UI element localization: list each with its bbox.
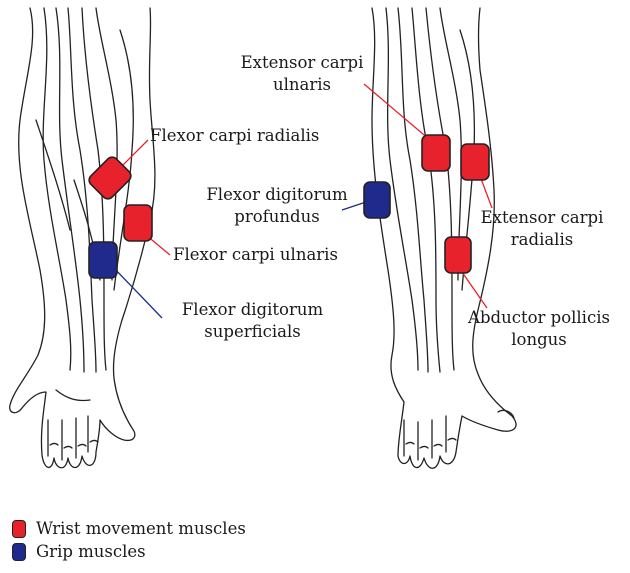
label-flexor-digitorum-profundus-line2: profundus bbox=[188, 206, 366, 228]
label-flexor-digitorum-superficials-line1: Flexor digitorum bbox=[165, 299, 340, 321]
legend-grip-row: Grip muscles bbox=[12, 542, 146, 561]
pad-extensor-carpi-ulnaris bbox=[422, 135, 450, 171]
legend-grip-swatch bbox=[12, 543, 26, 561]
label-extensor-carpi-radialis-line1: Extensor carpi bbox=[474, 207, 610, 229]
leader-extensor-carpi-radialis bbox=[480, 176, 492, 208]
left-hand-fingers bbox=[48, 416, 88, 460]
label-flexor-digitorum-profundus: Flexor digitorum profundus bbox=[188, 184, 366, 228]
label-extensor-carpi-ulnaris: Extensor carpi ulnaris bbox=[232, 52, 372, 96]
pad-abductor-pollicis-longus bbox=[445, 237, 471, 273]
label-flexor-digitorum-superficials: Flexor digitorum superficials bbox=[165, 299, 340, 343]
label-flexor-carpi-ulnaris: Flexor carpi ulnaris bbox=[173, 244, 338, 266]
legend-wrist-row: Wrist movement muscles bbox=[12, 519, 246, 538]
label-abductor-pollicis-longus-line2: longus bbox=[460, 329, 618, 351]
label-abductor-pollicis-longus-line1: Abductor pollicis bbox=[460, 307, 618, 329]
pad-flexor-carpi-ulnaris bbox=[124, 205, 152, 241]
label-extensor-carpi-ulnaris-line1: Extensor carpi bbox=[232, 52, 372, 74]
leader-flexor-carpi-radialis bbox=[120, 140, 148, 168]
label-extensor-carpi-ulnaris-line2: ulnaris bbox=[232, 74, 372, 96]
legend-grip-label: Grip muscles bbox=[36, 542, 146, 561]
pad-extensor-carpi-radialis bbox=[461, 144, 489, 180]
label-flexor-carpi-radialis: Flexor carpi radialis bbox=[150, 125, 319, 147]
label-flexor-digitorum-profundus-line1: Flexor digitorum bbox=[188, 184, 366, 206]
pad-flexor-digitorum-profundus bbox=[364, 182, 390, 218]
left-arm-tendon-lines bbox=[43, 8, 71, 370]
label-abductor-pollicis-longus: Abductor pollicis longus bbox=[460, 307, 618, 351]
leader-flexor-digitorum-superficials bbox=[112, 266, 162, 318]
label-flexor-digitorum-superficials-line2: superficials bbox=[165, 321, 340, 343]
legend-wrist-swatch bbox=[12, 520, 26, 538]
label-extensor-carpi-radialis-line2: radialis bbox=[474, 229, 610, 251]
pad-flexor-digitorum-superficials bbox=[89, 242, 117, 278]
label-extensor-carpi-radialis: Extensor carpi radialis bbox=[474, 207, 610, 251]
legend-wrist-label: Wrist movement muscles bbox=[36, 519, 246, 538]
right-hand-fingers bbox=[404, 416, 446, 460]
